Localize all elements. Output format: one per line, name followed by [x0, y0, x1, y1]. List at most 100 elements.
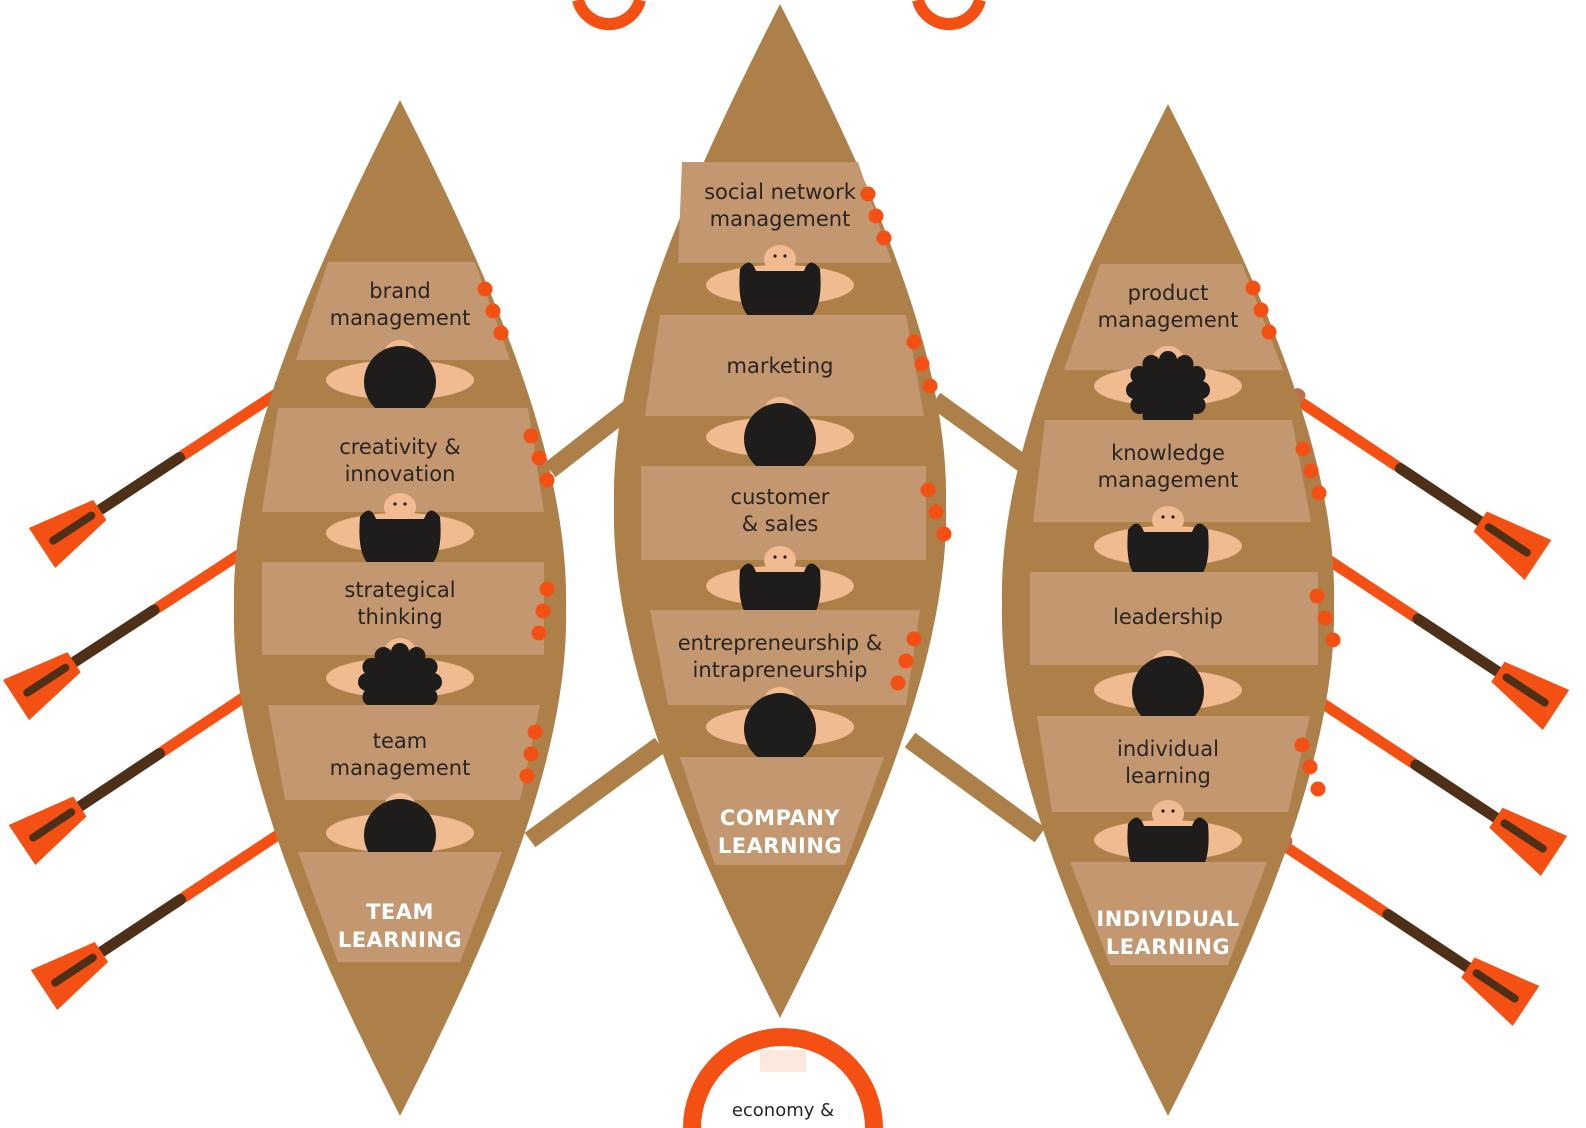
label-line: thinking [357, 605, 442, 629]
rower-curl [420, 658, 438, 676]
rower-eye [783, 254, 786, 257]
seat-dot [532, 451, 547, 466]
label-line: management [1098, 308, 1239, 332]
label-line: TEAM [366, 900, 434, 924]
oar-shaft [1393, 461, 1489, 530]
seat-dot [861, 187, 876, 202]
seat-dot [1303, 760, 1318, 775]
rower-eye [783, 555, 786, 558]
seat-dot [1311, 782, 1326, 797]
seat-dot [937, 527, 952, 542]
label-line: customer [731, 485, 830, 509]
rower-curl [391, 643, 409, 661]
rower-head [364, 346, 436, 418]
seat-dot [524, 429, 539, 444]
seat-dot [1304, 464, 1319, 479]
oar-shaft [92, 450, 187, 518]
label-line: INDIVIDUAL [1096, 907, 1239, 931]
oar-shaft [1380, 907, 1476, 976]
oar [1249, 811, 1540, 1026]
rower-face [764, 245, 796, 273]
rower-eye [773, 254, 776, 257]
rower-head [744, 693, 816, 765]
seat-dot [1296, 442, 1311, 457]
label-line: LEARNING [338, 928, 462, 952]
label-line: management [330, 306, 471, 330]
seat-dot [921, 483, 936, 498]
seat-dot [891, 676, 906, 691]
seat-dot [540, 582, 555, 597]
oar-shaft [1408, 757, 1504, 825]
seat-dot [907, 335, 922, 350]
seat-dot [536, 604, 551, 619]
boat-team: brand management creativity & innovation str… [234, 100, 566, 1116]
rower-face [384, 493, 416, 521]
seat-dot [929, 505, 944, 520]
oar-shaft [93, 892, 188, 960]
label-line: & sales [742, 512, 819, 536]
connector-company-individual-upper [935, 400, 1025, 465]
label-line: team [373, 729, 427, 753]
label-line: learning [1125, 764, 1211, 788]
label-line: leadership [1113, 605, 1223, 629]
seat-dot [528, 725, 543, 740]
seat-dot [494, 326, 509, 341]
rower-beard-head [359, 510, 440, 569]
connector-company-individual-lower [910, 740, 1040, 835]
oar-shaft [1410, 611, 1506, 679]
rower-face [1152, 800, 1184, 828]
label-line: entrepreneurship & [678, 631, 883, 655]
seat-dot [1246, 281, 1261, 296]
rower-curl [375, 647, 393, 665]
label-line: strategical [344, 578, 455, 602]
label-line: social network [704, 180, 857, 204]
rower-curl [1159, 351, 1177, 369]
rower-eye [1171, 515, 1174, 518]
boat-individual: productmanagementknowledgemanagementlead… [1002, 104, 1341, 1116]
rower-curl [1188, 366, 1206, 384]
rower-head [744, 403, 816, 475]
seat-dot [1310, 589, 1325, 604]
lifebuoy-label: economy & [732, 1100, 834, 1121]
label-line: intrapreneurship [693, 658, 868, 682]
seat-dot [915, 357, 930, 372]
seat-dot [907, 632, 922, 647]
rower-eye [1171, 809, 1174, 812]
seat-label: leadership [1113, 605, 1223, 629]
rower-eye [393, 502, 396, 505]
seat-dot [899, 654, 914, 669]
label-line: knowledge [1111, 441, 1225, 465]
label-line: LEARNING [718, 834, 842, 858]
seat-dot [478, 282, 493, 297]
seat-label: marketing [727, 354, 834, 378]
label-line: management [330, 756, 471, 780]
seat-dot [877, 231, 892, 246]
label-line: individual [1117, 737, 1219, 761]
oar-shaft [72, 746, 168, 815]
lifebuoy: economy & [692, 1037, 874, 1128]
rower-eye [1161, 515, 1164, 518]
seat-dot [1262, 325, 1277, 340]
label-line: management [1098, 468, 1239, 492]
seat-dot [540, 473, 555, 488]
rower-eye [773, 555, 776, 558]
seat-dot [1254, 303, 1269, 318]
label-line: brand [369, 279, 430, 303]
lifebuoy-band [760, 1050, 806, 1072]
label-line: LEARNING [1106, 935, 1230, 959]
rower-beard-head [739, 262, 820, 321]
seat-dot [532, 626, 547, 641]
label-line: creativity & [339, 435, 461, 459]
seat-dot [520, 769, 535, 784]
boats: brand management creativity & innovation str… [234, 4, 1341, 1116]
rower-eye [1161, 809, 1164, 812]
label-line: innovation [345, 462, 456, 486]
rower-curl [1143, 355, 1161, 373]
seat-dot [486, 304, 501, 319]
label-line: marketing [727, 354, 834, 378]
seat-dot [1318, 611, 1333, 626]
seat-dot [1312, 486, 1327, 501]
connector-team-company-lower [530, 745, 660, 840]
